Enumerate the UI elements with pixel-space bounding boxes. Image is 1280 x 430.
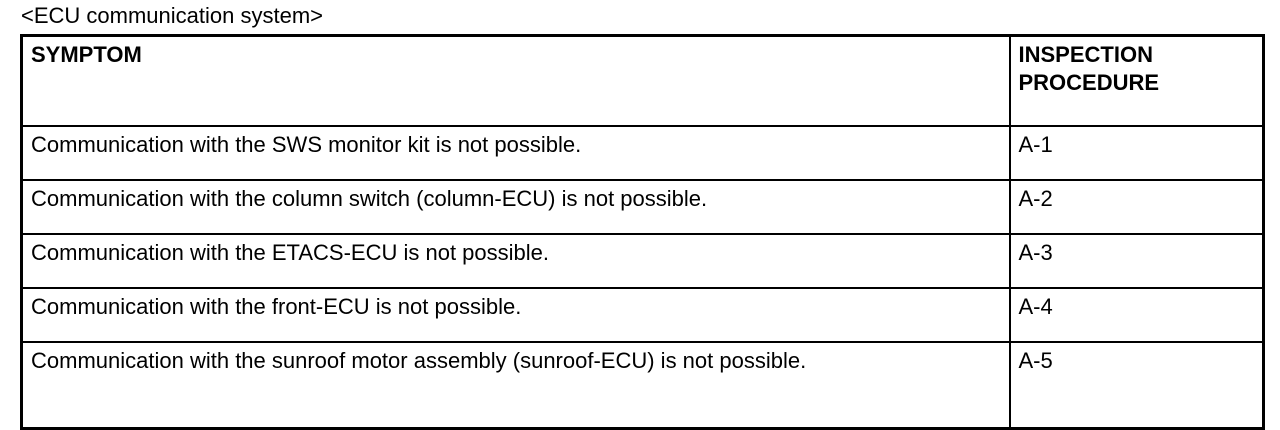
- cell-symptom: Communication with the sunroof motor ass…: [20, 341, 1011, 430]
- cell-symptom: Communication with the column switch (co…: [20, 179, 1011, 235]
- symptom-text: Communication with the ETACS-ECU is not …: [31, 240, 550, 265]
- cell-inspection-procedure: A-2: [1008, 179, 1265, 235]
- table-row: Communication with the SWS monitor kit i…: [20, 125, 1265, 181]
- symptom-table-container: SYMPTOM INSPECTION PROCEDURE Communicati…: [20, 34, 1265, 430]
- table-row: Communication with the sunroof motor ass…: [20, 341, 1265, 430]
- symptom-text: Communication with the sunroof motor ass…: [31, 348, 807, 373]
- table-header-row: SYMPTOM INSPECTION PROCEDURE: [20, 34, 1265, 127]
- table-header: SYMPTOM INSPECTION PROCEDURE: [20, 34, 1265, 127]
- column-header-inspection-procedure-label-line2: PROCEDURE: [1018, 70, 1160, 95]
- column-header-inspection-procedure-label-line1: INSPECTION: [1018, 42, 1153, 67]
- procedure-code: A-2: [1018, 186, 1053, 211]
- procedure-code: A-4: [1018, 294, 1053, 319]
- table-row: Communication with the ETACS-ECU is not …: [20, 233, 1265, 289]
- column-header-inspection-procedure: INSPECTION PROCEDURE: [1008, 34, 1265, 127]
- table-body: Communication with the SWS monitor kit i…: [20, 125, 1265, 430]
- cell-symptom: Communication with the ETACS-ECU is not …: [20, 233, 1011, 289]
- cell-symptom: Communication with the front-ECU is not …: [20, 287, 1011, 343]
- cell-inspection-procedure: A-5: [1008, 341, 1265, 430]
- procedure-code: A-1: [1018, 132, 1053, 157]
- cell-inspection-procedure: A-4: [1008, 287, 1265, 343]
- symptom-text: Communication with the column switch (co…: [31, 186, 708, 211]
- procedure-code: A-5: [1018, 348, 1053, 373]
- cell-inspection-procedure: A-3: [1008, 233, 1265, 289]
- table-row: Communication with the front-ECU is not …: [20, 287, 1265, 343]
- column-header-symptom: SYMPTOM: [20, 34, 1011, 127]
- symptom-text: Communication with the front-ECU is not …: [31, 294, 522, 319]
- cell-inspection-procedure: A-1: [1008, 125, 1265, 181]
- cell-symptom: Communication with the SWS monitor kit i…: [20, 125, 1011, 181]
- symptom-inspection-table: SYMPTOM INSPECTION PROCEDURE Communicati…: [20, 34, 1265, 430]
- procedure-code: A-3: [1018, 240, 1053, 265]
- column-header-symptom-label: SYMPTOM: [31, 42, 142, 67]
- table-row: Communication with the column switch (co…: [20, 179, 1265, 235]
- page-title: <ECU communication system>: [21, 3, 323, 28]
- symptom-text: Communication with the SWS monitor kit i…: [31, 132, 582, 157]
